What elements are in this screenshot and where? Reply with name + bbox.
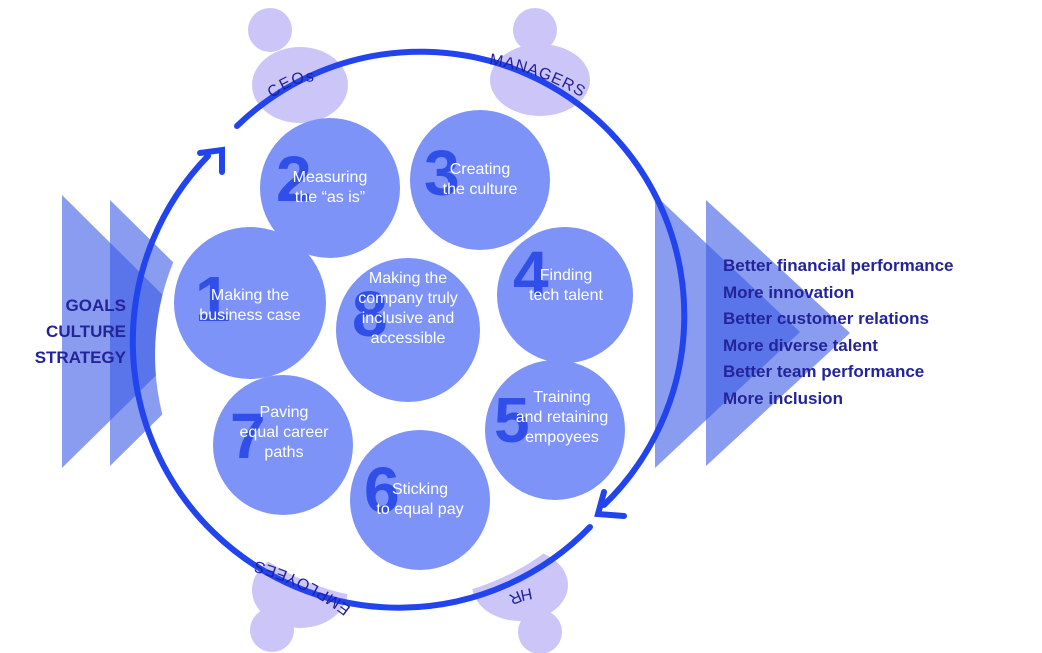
step-label-line: business case [199,307,300,324]
step-number: 4 [513,238,549,310]
outcome-item: More inclusion [723,388,843,408]
step-circle [485,360,625,500]
outcome-item: Better team performance [723,362,925,381]
step-label-line: Creating [450,161,510,178]
step-number: 6 [364,454,400,526]
step-circle [410,110,550,250]
step-label-line: company truly [358,290,458,307]
step-circle [174,227,326,379]
step-label-line: Making the [211,287,289,304]
outcome-item: Better financial performance [723,256,954,275]
step-number: 7 [230,400,266,472]
step-label-line: Training [533,389,590,406]
ring-arc-top [234,48,688,508]
step-label-line: equal career [240,424,330,441]
step-number: 2 [276,143,312,215]
ceo-person-icon [248,8,348,123]
step-circle [336,258,480,402]
step-number: 8 [352,278,388,350]
step-label-line: to equal pay [376,501,463,518]
step-label-line: paths [264,444,303,461]
arrowhead-bottom [594,489,627,519]
input-labels: GOALS CULTURE STRATEGY [4,293,126,371]
outcome-item: More diverse talent [723,335,878,355]
input-label-goals: GOALS [65,296,126,315]
ring-arc-bottom [129,153,593,611]
arrowhead-top [197,146,225,175]
step-label-line: and retaining [516,409,609,426]
step-number: 5 [494,384,530,456]
output-chevron-front [706,200,850,466]
step-circle [260,118,400,258]
cycle-ring [129,48,688,611]
step-label-line: the “as is” [295,189,365,206]
step-label-line: accessible [371,330,446,347]
step-number: 3 [424,137,460,209]
step-label-line: inclusive and [362,310,455,327]
step-circle [213,375,353,515]
step-number: 1 [195,263,231,335]
step-label-line: Making the [369,270,447,287]
role-label-hr: HR [505,584,533,607]
step-label-line: Finding [540,267,592,284]
step-label-line: Sticking [392,481,448,498]
step-label-line: Paving [260,404,309,421]
step-circle [497,227,633,363]
step-label-line: empoyees [525,429,599,446]
outcome-item: More innovation [723,282,855,302]
step-circle [350,430,490,570]
outcome-list: Better financial performance More innova… [723,253,954,412]
step-label-line: the culture [443,181,518,198]
input-label-culture: CULTURE [46,322,126,341]
step-label-line: Measuring [293,169,368,186]
outcome-item: Better customer relations [723,309,929,328]
input-label-strategy: STRATEGY [34,348,126,367]
step-label-line: tech talent [529,287,603,304]
output-chevrons [655,195,850,468]
